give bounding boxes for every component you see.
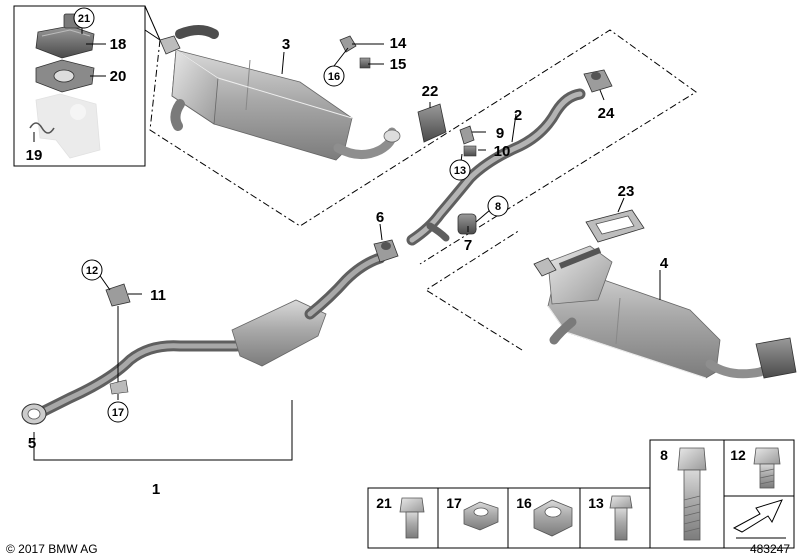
hanger-14-15 [339,35,371,69]
label-23: 23 [618,183,635,200]
leader-16 [333,47,349,67]
inset-panel [13,5,161,167]
table-num-8: 8 [660,447,668,463]
label-1: 1 [152,481,160,498]
circled-label-17-text: 17 [112,407,124,419]
label-11: 11 [150,287,166,304]
rear-silencer-left [159,25,401,161]
table-num-17: 17 [446,495,462,511]
nut-16-icon [533,499,573,537]
label-9: 9 [496,125,504,142]
silencer-right-flap [533,257,557,277]
circled-label-8-text: 8 [495,201,501,213]
assembly-outline-lower [425,229,523,351]
diagram-id: 483247 [750,542,790,556]
circled-label-13-text: 13 [454,165,466,177]
label-20: 20 [110,68,127,85]
table-num-21: 21 [376,495,392,511]
label-7: 7 [464,237,472,254]
table-num-12: 12 [730,447,746,463]
label-4: 4 [660,255,669,272]
circled-label-12-text: 12 [86,265,98,277]
hanger-9-10 [459,125,477,157]
leader-1 [33,400,293,461]
leader-3 [281,51,285,75]
pipe-clamp-6 [373,239,399,263]
silencer-left-inlet-pipe [175,25,219,39]
leader-2 [511,113,517,143]
ghost-bracket-silhouette [35,93,101,159]
circled-label-13: 13 [449,159,471,181]
table-num-16: 16 [516,495,532,511]
label-19: 19 [26,147,43,164]
hanger-bracket-22 [417,103,447,143]
hanger-11 [105,283,131,395]
front-pipe-with-center-silencer [21,252,386,425]
bolt-13-icon [609,495,633,541]
circled-label-16-text: 16 [328,71,340,83]
tailpipe-bracket-23 [585,209,645,243]
label-5: 5 [28,435,36,452]
label-14: 14 [390,35,407,52]
actuator-mounting-plate [35,59,95,93]
inset-pointer-line-2 [144,29,161,41]
assembly-arrow-icon [732,499,786,539]
table-num-13: 13 [588,495,604,511]
bolt-8-icon [677,447,707,541]
label-3: 3 [282,36,290,53]
assembly-outline-upper [149,29,697,265]
center-silencer [231,299,327,367]
label-10: 10 [494,143,511,160]
label-2: 2 [514,107,522,124]
spring-clip [29,122,55,134]
label-18: 18 [110,36,127,53]
fastener-table: 8 12 21 17 16 13 [367,439,795,549]
copyright-text: © 2017 BMW AG [6,542,98,556]
rear-pipe [406,88,586,246]
circled-label-21: 21 [73,7,95,29]
silencer-left-flap [159,35,181,55]
label-22: 22 [422,83,439,100]
circled-label-8: 8 [487,195,509,217]
label-6: 6 [376,209,384,226]
rear-silencer-right [533,245,797,379]
bolt-21-icon [399,497,425,539]
pipe-clamp-24 [583,69,613,93]
rubber-mount-7 [457,213,477,235]
inset-pointer-line [144,5,161,41]
silencer-right-hanger-pipe [549,317,577,345]
silencer-left-hanger-pipe [170,99,185,131]
leader-6 [379,223,383,241]
circled-label-16: 16 [323,65,345,87]
circled-label-12: 12 [81,259,103,281]
tailpipe-trim-right [755,337,797,379]
label-15: 15 [390,56,407,73]
leader-24 [599,89,605,101]
circled-label-21-text: 21 [78,13,90,25]
nut-17-icon [463,501,499,531]
bolt-12-icon [753,447,781,489]
label-24: 24 [598,105,615,122]
circled-label-17: 17 [107,401,129,423]
leader-23 [617,197,625,213]
leader-8 [475,209,491,223]
